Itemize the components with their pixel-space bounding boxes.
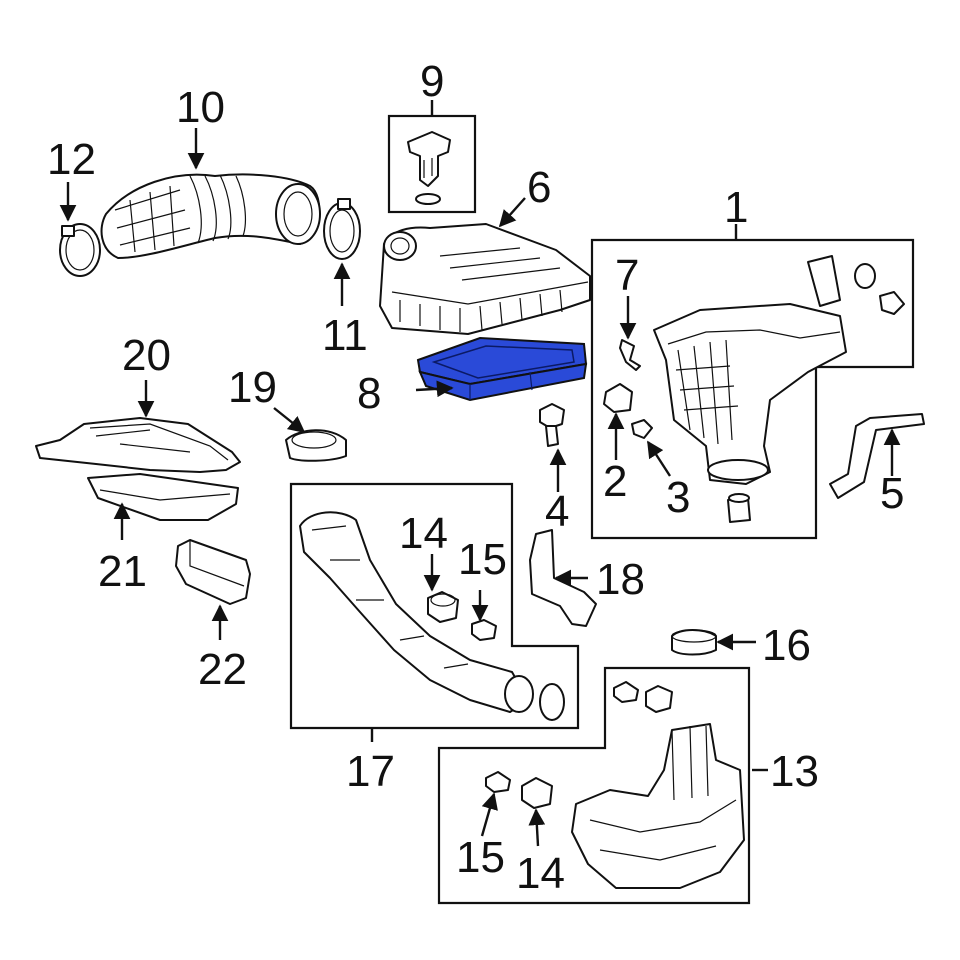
part-4-bolt [539,403,565,447]
callout-7: 7 [615,251,639,300]
group-box-17 [289,482,580,730]
callout-14b: 14 [516,849,565,898]
callout-21: 21 [98,547,147,596]
callout-14a: 14 [399,509,448,558]
part-11-clamp [323,198,361,260]
part-6-air-box-cover [379,223,591,335]
part-21-lower-cover [87,473,239,521]
callout-2: 2 [603,457,627,506]
callout-22: 22 [198,645,247,694]
part-14-bushing-b [521,777,553,809]
callout-15b: 15 [456,833,505,882]
callout-10: 10 [176,83,225,132]
callout-labels: 9 10 12 6 1 7 11 20 19 8 2 3 4 5 14 15 2… [47,57,904,898]
part-17-resonator-duct [299,511,565,721]
part-9-airflow-sensor [407,131,451,205]
part-13-bushing [645,685,673,713]
part-1-air-cleaner-case [653,255,847,485]
part-14-bushing-a [427,591,459,623]
callout-6: 6 [527,163,551,212]
callout-11: 11 [322,311,368,360]
part-15-collar-a [471,619,497,641]
part-8-air-filter [416,336,588,402]
part-1-mount [727,493,751,523]
part-7-clip [619,339,641,371]
callout-5: 5 [880,469,904,518]
part-19-grommet [285,429,347,462]
callout-1: 1 [724,183,748,232]
part-18-bracket [529,529,597,627]
part-12-clamp [59,223,101,277]
part-16-seal [671,629,717,656]
part-10-intake-duct [100,173,321,259]
callout-9: 9 [420,57,444,106]
callout-4: 4 [545,487,569,536]
callout-8: 8 [357,369,381,418]
group-box-13 [437,666,751,905]
part-2-bushing [603,383,633,413]
leader-lines [59,100,901,847]
part-1-grommet [854,263,876,289]
callout-16: 16 [762,621,811,670]
part-13-bolt [613,681,639,703]
part-3-bolt [631,419,653,439]
callout-19: 19 [228,363,277,412]
callout-17: 17 [346,747,395,796]
callout-15a: 15 [458,535,507,584]
callout-3: 3 [666,473,690,522]
callout-13: 13 [770,747,819,796]
callout-12: 12 [47,135,96,184]
part-13-resonator [571,723,745,889]
part-5-bracket [829,413,925,499]
part-15-collar-b [485,771,511,793]
callout-18: 18 [596,555,645,604]
callout-20: 20 [122,331,171,380]
part-22-duct [175,539,251,605]
part-1-bolt [879,291,905,315]
part-20-upper-cover [35,417,241,473]
